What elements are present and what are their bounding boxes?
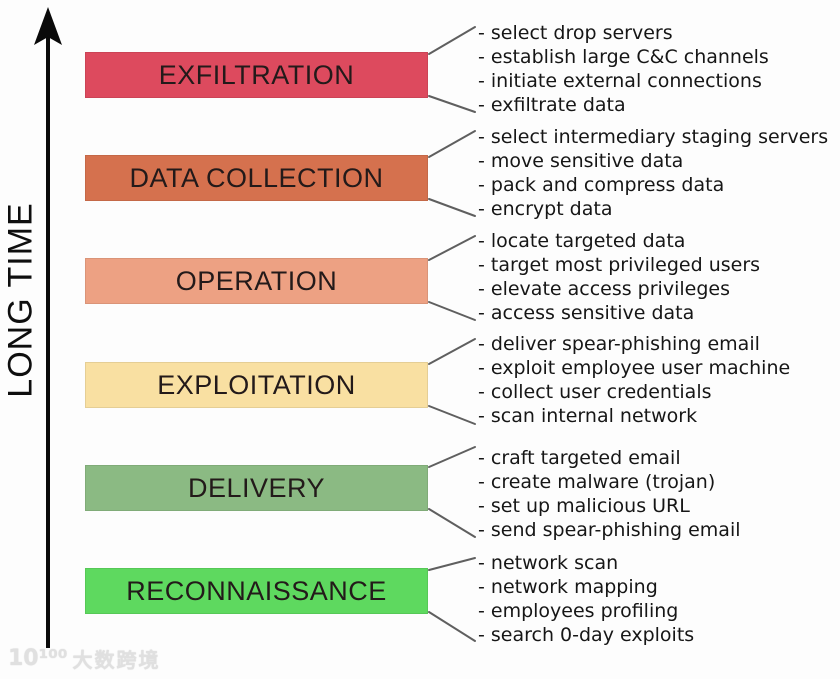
task-item: - employees profiling [478,600,679,622]
task-item: - encrypt data [478,198,613,220]
task-item: - elevate access privileges [478,278,730,300]
task-list-delivery: - craft targeted email - create malware … [478,446,838,542]
task-item: - move sensitive data [478,150,684,172]
watermark-text: 大数跨境 [72,648,161,672]
task-item: - collect user credentials [478,381,712,403]
task-item: - exploit employee user machine [478,357,791,379]
stage-label: OPERATION [175,265,338,296]
task-list-reconnaissance: - network scan - network mapping - emplo… [478,551,838,647]
task-item: - select intermediary staging servers [478,126,829,148]
task-item: - search 0-day exploits [478,624,695,646]
task-list-exfiltration: - select drop servers - establish large … [478,21,838,117]
stage-bar-exploitation: EXPLOITATION [85,362,428,408]
task-item: - select drop servers [478,22,673,44]
stage-label: DELIVERY [187,472,326,503]
connector-lines [428,26,476,642]
stage-label: DATA COLLECTION [129,162,384,193]
stage-bar-exfiltration: EXFILTRATION [85,52,428,98]
task-item: - initiate external connections [478,70,762,92]
stage-label: EXFILTRATION [158,59,355,90]
task-item: - network scan [478,552,619,574]
task-item: - craft targeted email [478,447,681,469]
task-list-data-collection: - select intermediary staging servers - … [478,125,838,221]
watermark-logo-icon: 10¹⁰⁰ [8,646,68,671]
task-item: - create malware (trojan) [478,471,716,493]
task-item: - scan internal network [478,405,698,427]
task-item: - set up malicious URL [478,495,690,517]
task-item: - establish large C&C channels [478,46,769,68]
task-item: - locate targeted data [478,230,686,252]
task-item: - target most privileged users [478,254,761,276]
stage-bar-data-collection: DATA COLLECTION [85,155,428,201]
task-item: - network mapping [478,576,658,598]
task-item: - send spear-phishing email [478,519,741,541]
stage-label: EXPLOITATION [157,369,356,400]
task-item: - deliver spear-phishing email [478,333,760,355]
task-list-exploitation: - deliver spear-phishing email - exploit… [478,332,838,428]
time-axis-arrowhead [34,7,62,45]
task-item: - exfiltrate data [478,94,626,116]
stage-bar-reconnaissance: RECONNAISSANCE [85,568,428,614]
watermark: 10¹⁰⁰ 大数跨境 [8,644,161,673]
task-list-operation: - locate targeted data - target most pri… [478,229,838,325]
task-item: - pack and compress data [478,174,725,196]
stage-bar-delivery: DELIVERY [85,465,428,511]
stage-label: RECONNAISSANCE [126,575,387,606]
stage-bar-operation: OPERATION [85,258,428,304]
time-axis-label: LONG TIME [1,202,40,398]
task-item: - access sensitive data [478,302,695,324]
